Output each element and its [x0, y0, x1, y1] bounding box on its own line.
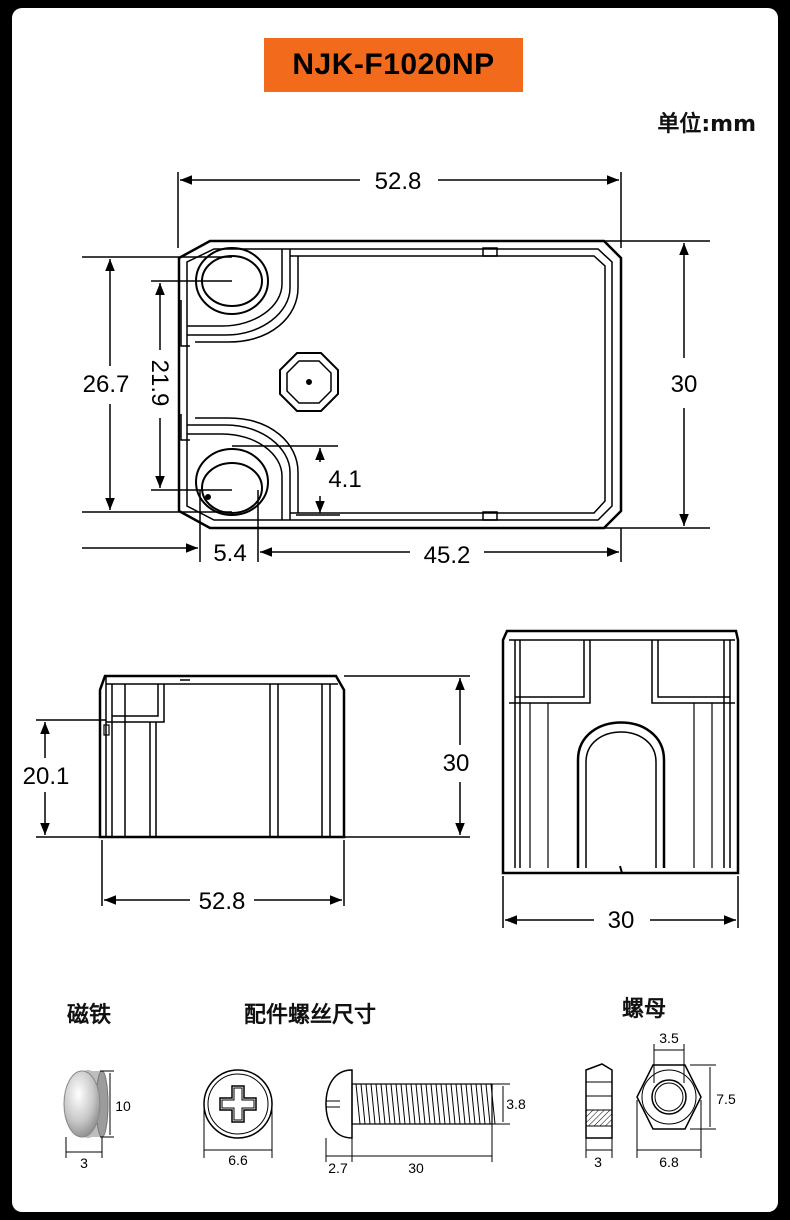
magnet-diameter-label: 10: [115, 1098, 131, 1114]
left-offset-label: 5.4: [213, 540, 246, 567]
top-view-dimensions: [82, 175, 689, 557]
nut-top-drawing: [636, 1044, 716, 1158]
hole-inner-label: 21.9: [146, 360, 173, 407]
side-width-label: 52.8: [199, 888, 246, 915]
nut-side-drawing: [585, 1063, 613, 1158]
nut-caption: 螺母: [622, 997, 666, 1022]
top-view: [82, 172, 710, 562]
nut-hole-label: 3.5: [659, 1030, 679, 1046]
inner-length-label: 45.2: [424, 542, 471, 569]
model-title-badge: NJK-F1020NP: [264, 38, 523, 92]
side-height-label: 30: [443, 750, 470, 777]
magnet-thickness-label: 3: [80, 1155, 88, 1171]
screw-side-drawing: [325, 1069, 510, 1162]
magnet-drawing: [63, 1070, 114, 1158]
top-height-label: 30: [671, 371, 698, 398]
screw-head-height-label: 2.7: [328, 1160, 348, 1176]
screw-head-diameter-label: 6.6: [228, 1152, 248, 1168]
top-width-label: 52.8: [375, 168, 422, 195]
nut-thickness-label: 3: [594, 1154, 602, 1170]
unit-label: 单位:mm: [657, 112, 756, 137]
offset-small-label: 4.1: [328, 466, 361, 493]
nut-height-label: 7.5: [716, 1091, 736, 1107]
side-lower-height-label: 20.1: [23, 763, 70, 790]
magnet-caption: 磁铁: [67, 1002, 111, 1028]
end-width-label: 30: [608, 907, 635, 934]
nut-across-flats-label: 6.8: [659, 1154, 679, 1170]
screw-thread-diameter-label: 3.8: [506, 1096, 526, 1112]
screw-length-label: 30: [408, 1160, 424, 1176]
hole-span-label: 26.7: [83, 371, 130, 398]
end-view: [501, 629, 740, 928]
drawing-card: NJK-F1020NP 单位:mm: [12, 8, 778, 1212]
screw-head-drawing: [203, 1069, 273, 1158]
screw-caption: 配件螺丝尺寸: [244, 1002, 376, 1028]
side-view: [36, 674, 470, 906]
